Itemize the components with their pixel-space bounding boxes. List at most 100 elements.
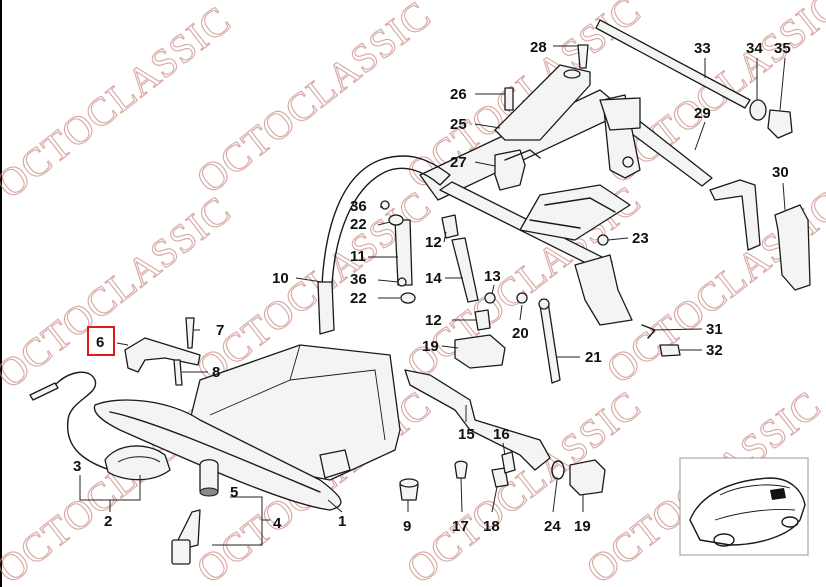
- bushing-20: [516, 292, 528, 304]
- left-border-line: [0, 0, 2, 587]
- label-11: 11: [350, 248, 366, 265]
- clip-12-bottom: [474, 309, 491, 331]
- bolt-17: [454, 460, 468, 479]
- key-4: [177, 509, 201, 549]
- strut-14: [451, 237, 479, 303]
- screw-16: [501, 451, 516, 474]
- lower-linkage: [404, 292, 681, 496]
- bolt-26: [504, 87, 514, 111]
- bolt-32: [659, 344, 681, 357]
- label-27: 27: [450, 154, 467, 171]
- ring-34: [749, 99, 767, 121]
- car-wheel: [781, 516, 799, 528]
- strut-11: [394, 219, 413, 286]
- clip-18: [491, 467, 509, 488]
- latch-bracket-assembly: [124, 317, 201, 386]
- label-23: 23: [632, 230, 649, 247]
- upper-bracket-assembly: [494, 44, 591, 191]
- label-4: 4: [273, 515, 282, 532]
- washer-22-bottom: [400, 292, 416, 304]
- bump-stop-9: [399, 478, 419, 501]
- bracket-27: [494, 149, 526, 191]
- key-4-head: [171, 539, 191, 565]
- glovebox-lid: [93, 399, 342, 511]
- label-14: 14: [425, 270, 442, 287]
- label-25: 25: [450, 116, 467, 133]
- label-28: 28: [530, 39, 547, 56]
- label-6: 6: [96, 334, 104, 351]
- cable-3: [54, 371, 111, 471]
- loop-arm-10: [321, 155, 451, 286]
- arm-15: [404, 369, 551, 471]
- cap-23: [597, 234, 609, 246]
- label-10: 10: [272, 270, 289, 287]
- right-mount-plate: [574, 254, 633, 326]
- label-20: 20: [512, 325, 529, 342]
- label-26: 26: [450, 86, 467, 103]
- label-24: 24: [544, 518, 561, 535]
- label-7: 7: [216, 322, 224, 339]
- label-1: 1: [338, 513, 346, 530]
- glovebox-inner-edge: [209, 344, 386, 441]
- label-17: 17: [452, 518, 469, 535]
- cap-35: [767, 109, 793, 139]
- label-34: 34: [746, 40, 763, 57]
- bracket-5-4: [212, 496, 263, 546]
- label-32: 32: [706, 342, 723, 359]
- rod-21-top: [538, 298, 550, 310]
- label-9: 9: [403, 518, 411, 535]
- key-cylinder: [171, 459, 219, 565]
- part-labels: 28 26 25 27 33 34 35 29 30 23 36 22 11 1…: [73, 39, 791, 535]
- bracket-hole: [622, 156, 634, 168]
- label-15: 15: [458, 426, 475, 443]
- cable-end: [29, 382, 59, 401]
- label-12-upper: 12: [425, 234, 442, 251]
- label-2: 2: [104, 513, 112, 530]
- cable-and-lock: [29, 371, 171, 481]
- crossbar-assembly: [419, 19, 811, 326]
- ball-36-bottom: [397, 277, 407, 287]
- latch-bracket-6: [124, 337, 201, 373]
- plate-19-upper: [454, 334, 506, 369]
- car-door-line: [714, 509, 796, 521]
- label-13: 13: [484, 268, 501, 285]
- leader-lines: [79, 45, 786, 546]
- label-21: 21: [585, 349, 602, 366]
- label-19-lower: 19: [574, 518, 591, 535]
- label-19-upper: 19: [422, 338, 439, 355]
- label-3: 3: [73, 458, 81, 475]
- label-31: 31: [706, 321, 723, 338]
- car-windshield: [719, 484, 791, 496]
- bolt-28: [577, 44, 589, 69]
- strut-assembly: [317, 155, 609, 335]
- washer-22-top: [388, 214, 404, 226]
- bracket-27-line: [504, 149, 541, 161]
- ball-13: [484, 292, 496, 304]
- label-5: 5: [230, 484, 238, 501]
- plate-19-lower: [569, 459, 606, 496]
- label-36-lower: 36: [350, 271, 367, 288]
- label-36-upper: 36: [350, 198, 367, 215]
- car-outline: [689, 477, 806, 546]
- crossbar-bracket: [519, 184, 631, 241]
- loop-arm-10-foot: [317, 281, 335, 335]
- latch-handle: [319, 449, 351, 479]
- label-29: 29: [694, 105, 711, 122]
- label-22-upper: 22: [350, 216, 367, 233]
- bracket-25-hole: [563, 69, 581, 79]
- part-6-highlight: [87, 326, 115, 356]
- glovebox-lid-line: [109, 411, 321, 493]
- clip-12-top: [441, 214, 459, 239]
- label-12-lower: 12: [425, 312, 442, 329]
- crossbar-detail: [529, 197, 616, 229]
- hinge-arm-30: [709, 179, 761, 251]
- label-8: 8: [212, 364, 220, 381]
- label-33: 33: [694, 40, 711, 57]
- cylinder-5-end: [199, 487, 219, 497]
- bracket-25: [494, 64, 591, 141]
- cover-30: [774, 204, 811, 291]
- label-35: 35: [774, 40, 791, 57]
- ball-36-top: [380, 200, 390, 210]
- lock-housing-2: [104, 445, 171, 481]
